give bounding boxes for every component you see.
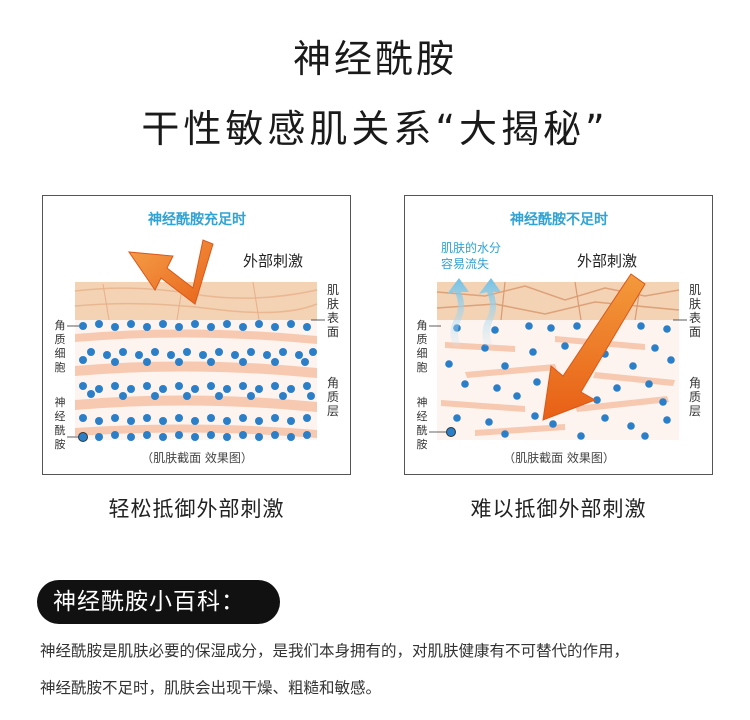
water-loss-arrows <box>447 278 501 346</box>
stimulus-label: 外部刺激 <box>243 252 303 270</box>
caption-insufficient: 难以抵御外部刺激 <box>470 497 647 521</box>
layer-label-vertical: 角 质 层 <box>327 376 339 418</box>
svg-text:角: 角 <box>327 376 339 390</box>
ceramide-dots <box>79 320 317 441</box>
ceramide-label-vertical: 神 经 酰 胺 <box>55 395 66 451</box>
penetrating-stimulus-arrow <box>542 273 646 421</box>
encyclopedia-text-line-2: 神经酰胺不足时，肌肤会出现干燥、粗糙和敏感。 <box>40 679 382 697</box>
svg-text:质: 质 <box>55 333 66 346</box>
svg-text:肤: 肤 <box>689 296 701 311</box>
deflected-stimulus-arrow <box>127 239 214 305</box>
svg-text:质: 质 <box>327 390 339 404</box>
water-loss-label-2: 容易流失 <box>441 256 489 271</box>
svg-text:酰: 酰 <box>417 423 428 437</box>
ceramide-label-vertical: 神 经 酰 胺 <box>417 395 428 451</box>
encyclopedia-text-line-1: 神经酰胺是肌肤必要的保湿成分，是我们本身拥有的，对肌肤健康有不可替代的作用， <box>40 642 630 660</box>
svg-text:肌: 肌 <box>689 283 701 297</box>
svg-text:质: 质 <box>417 333 428 346</box>
svg-text:胞: 胞 <box>417 361 428 374</box>
panel-heading: 神经酰胺不足时 <box>510 211 608 228</box>
page-title: 神经酰胺 <box>292 37 457 81</box>
svg-text:细: 细 <box>55 347 66 360</box>
svg-text:角: 角 <box>55 319 66 332</box>
svg-text:神: 神 <box>55 395 66 409</box>
layer-label-vertical: 角 质 层 <box>689 376 701 418</box>
skin-cross-section-illustration: 神经酰胺不足时 肌肤的水分 容易流失 外部刺激 角 质 细 胞 神 经 酰 胺 … <box>417 211 702 465</box>
panel-heading: 神经酰胺充足时 <box>148 211 246 228</box>
encyclopedia-heading-badge: 神经酰胺小百科： <box>37 580 280 624</box>
skin-cross-section-illustration: 神经酰胺充足时 外部刺激 角 质 细 胞 神 经 酰 胺 肌 肤 表 面 角 质… <box>55 211 340 465</box>
svg-text:经: 经 <box>55 410 66 423</box>
svg-text:质: 质 <box>689 390 701 404</box>
svg-text:肌: 肌 <box>327 283 339 297</box>
ceramide-pointer-dot <box>78 432 88 442</box>
svg-text:角: 角 <box>689 376 701 390</box>
svg-text:面: 面 <box>327 325 339 339</box>
caption-sufficient: 轻松抵御外部刺激 <box>108 497 285 521</box>
page-subtitle: 干性敏感肌关系“大揭秘” <box>141 107 609 151</box>
surface-label-vertical: 肌 肤 表 面 <box>689 283 701 339</box>
svg-text:胺: 胺 <box>55 437 66 451</box>
svg-text:胺: 胺 <box>417 437 428 451</box>
svg-text:层: 层 <box>327 404 339 418</box>
svg-text:经: 经 <box>417 410 428 423</box>
diagram-footer: （肌肤截面 效果图） <box>141 450 253 465</box>
svg-text:细: 细 <box>417 347 428 360</box>
svg-text:酰: 酰 <box>55 423 66 437</box>
stimulus-label: 外部刺激 <box>577 252 637 270</box>
skin-diagram-insufficient: 神经酰胺不足时 肌肤的水分 容易流失 外部刺激 角 质 细 胞 神 经 酰 胺 … <box>404 195 713 475</box>
ceramide-pointer-dot <box>446 427 456 437</box>
diagram-footer: （肌肤截面 效果图） <box>503 450 615 465</box>
cell-label-vertical: 角 质 细 胞 <box>55 319 66 374</box>
surface-label-vertical: 肌 肤 表 面 <box>327 283 339 339</box>
cell-label-vertical: 角 质 细 胞 <box>417 319 428 374</box>
svg-text:肤: 肤 <box>327 296 339 311</box>
svg-text:角: 角 <box>417 319 428 332</box>
svg-text:胞: 胞 <box>55 361 66 374</box>
svg-text:层: 层 <box>689 404 701 418</box>
svg-text:神: 神 <box>417 395 428 409</box>
svg-text:面: 面 <box>689 325 701 339</box>
water-loss-label-1: 肌肤的水分 <box>441 240 501 255</box>
skin-diagram-sufficient: 神经酰胺充足时 外部刺激 角 质 细 胞 神 经 酰 胺 肌 肤 表 面 角 质… <box>42 195 351 475</box>
svg-text:表: 表 <box>327 311 339 325</box>
svg-text:表: 表 <box>689 311 701 325</box>
